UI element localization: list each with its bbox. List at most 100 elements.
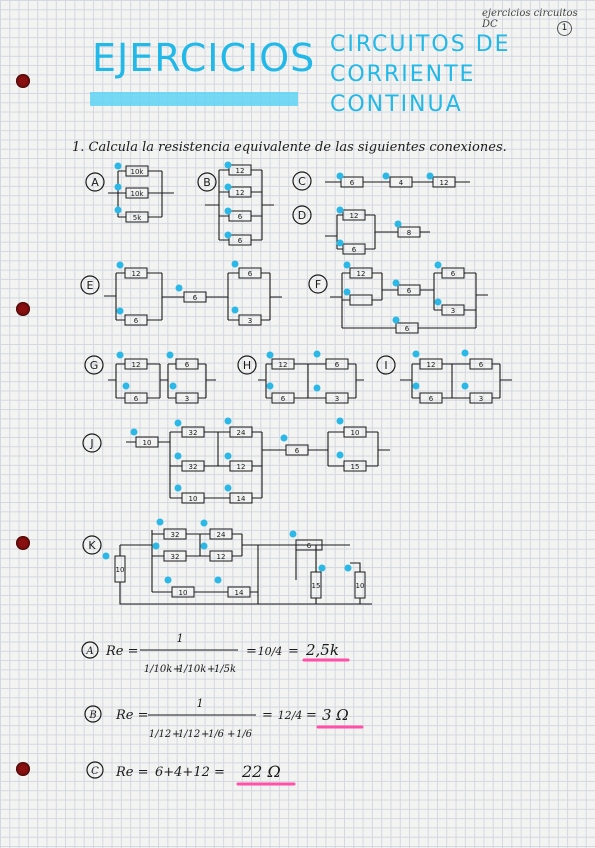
resistor-value: 32 bbox=[171, 553, 180, 561]
resistor-value: 3 bbox=[479, 395, 483, 403]
circuit-f: F 12 6 6 3 6 bbox=[308, 261, 488, 334]
svg-text:=: = bbox=[246, 644, 257, 659]
resistor-value: 10 bbox=[116, 566, 125, 574]
resistor-value: 6 bbox=[238, 213, 243, 221]
circuit-j: J 10 32 24 32 12 10 14 6 10 15 bbox=[82, 417, 390, 504]
circuit-f-label: F bbox=[315, 278, 321, 291]
resistor-value: 15 bbox=[312, 582, 321, 590]
resistor-value: 12 bbox=[427, 361, 436, 369]
circuit-b-label: B bbox=[203, 176, 211, 189]
circuit-d: D 12 6 8 bbox=[292, 205, 430, 255]
resistor-value: 12 bbox=[350, 212, 359, 220]
solution-b-step: 12/4 bbox=[278, 709, 303, 722]
solution-a-result: 2,5k bbox=[305, 641, 339, 659]
title-highlight bbox=[90, 92, 298, 106]
resistor-value: 6 bbox=[429, 395, 434, 403]
resistor-value: 12 bbox=[236, 189, 245, 197]
resistor-value: 6 bbox=[193, 294, 198, 302]
binder-hole bbox=[16, 302, 30, 316]
circuit-k-label: K bbox=[88, 539, 96, 552]
resistor-value: 32 bbox=[189, 429, 198, 437]
exercise-statement: 1. Calcula la resistencia equivalente de… bbox=[72, 140, 507, 155]
circuit-i: I 12 6 6 3 bbox=[376, 349, 512, 404]
solution-c-expression: 6+4+12 = bbox=[155, 765, 225, 780]
subtitle-line-1: CIRCUITOS DE bbox=[330, 32, 511, 57]
resistor-value: 6 bbox=[307, 542, 312, 550]
resistor-value: 24 bbox=[237, 429, 246, 437]
circuit-b: B 12 12 6 6 bbox=[197, 161, 274, 246]
resistor-value: 6 bbox=[335, 361, 340, 369]
solution-c-lhs: Re = bbox=[115, 765, 149, 780]
svg-text:+: + bbox=[201, 729, 209, 740]
resistor-value: 12 bbox=[279, 361, 288, 369]
resistor-value: 24 bbox=[217, 531, 226, 539]
solution-a-term: 1/10k bbox=[144, 664, 173, 675]
circuit-e-label: E bbox=[87, 279, 94, 292]
solution-b-term: 1/12 bbox=[149, 729, 171, 740]
page-title: EJERCICIOS bbox=[92, 36, 316, 80]
resistor-value: 14 bbox=[237, 495, 246, 503]
resistor-value: 6 bbox=[479, 361, 484, 369]
solution-c-label: C bbox=[91, 766, 99, 777]
circuit-c: C 6 4 12 bbox=[292, 171, 470, 191]
resistor-value: 4 bbox=[399, 179, 404, 187]
resistor-value: 12 bbox=[357, 270, 366, 278]
resistor-value: 12 bbox=[237, 463, 246, 471]
svg-text:+: + bbox=[173, 664, 181, 675]
resistor-value: 6 bbox=[295, 447, 300, 455]
solution-c-result: 22 Ω bbox=[241, 762, 281, 781]
solution-a-term: 1/10k bbox=[178, 664, 207, 675]
resistor-value: 12 bbox=[132, 361, 141, 369]
solution-b-term: 1/6 bbox=[236, 729, 253, 740]
subtitle-line-3: CONTINUA bbox=[330, 92, 463, 117]
resistor-value: 10 bbox=[356, 582, 365, 590]
solution-a-step: 10/4 bbox=[258, 645, 283, 658]
binder-hole bbox=[16, 536, 30, 550]
resistor-value: 10k bbox=[131, 168, 145, 176]
resistor-value: 6 bbox=[238, 237, 243, 245]
resistor-value: 6 bbox=[350, 179, 355, 187]
solution-a-lhs: Re = bbox=[105, 644, 139, 659]
circuit-a-label: A bbox=[91, 176, 99, 189]
resistor-value: 8 bbox=[407, 229, 411, 237]
resistor-value: 6 bbox=[352, 246, 357, 254]
resistor-value: 5k bbox=[133, 214, 142, 222]
solution-c: C Re = 6+4+12 = 22 Ω bbox=[86, 761, 296, 786]
resistor-value: 32 bbox=[171, 531, 180, 539]
svg-text:=: = bbox=[306, 708, 317, 723]
resistor-value: 6 bbox=[281, 395, 286, 403]
resistor-value: 3 bbox=[185, 395, 189, 403]
resistor-value: 14 bbox=[235, 589, 244, 597]
resistor-value: 12 bbox=[217, 553, 226, 561]
circuit-h-label: H bbox=[243, 359, 251, 372]
solution-b-term: 1/12 bbox=[178, 729, 200, 740]
circuit-g-label: G bbox=[90, 359, 99, 372]
circuit-a: A 10k 10k 5k bbox=[85, 162, 174, 223]
circuit-j-label: J bbox=[89, 437, 93, 450]
circuit-g: G 12 6 6 3 bbox=[84, 351, 216, 404]
resistor-value: 10 bbox=[179, 589, 188, 597]
svg-text:+: + bbox=[227, 729, 235, 740]
corner-note: ejercicios circuitos DC bbox=[482, 8, 578, 30]
circuit-d-label: D bbox=[298, 209, 306, 222]
solution-a-label: A bbox=[85, 646, 93, 657]
svg-text:=: = bbox=[262, 708, 273, 723]
solution-b-lhs: Re = bbox=[115, 708, 149, 723]
solution-b-numerator: 1 bbox=[197, 697, 204, 710]
solution-b: B Re = 1 1/12 + 1/12 + 1/6 + 1/6 = 12/4 … bbox=[84, 697, 364, 740]
circuit-e: E 12 6 6 6 3 bbox=[80, 260, 282, 326]
resistor-value: 6 bbox=[248, 270, 253, 278]
solution-b-term: 1/6 bbox=[208, 729, 225, 740]
resistor-value: 32 bbox=[189, 463, 198, 471]
svg-text:=: = bbox=[288, 644, 299, 659]
circuit-c-label: C bbox=[298, 175, 306, 188]
binder-hole bbox=[16, 762, 30, 776]
resistor-value: 10 bbox=[351, 429, 360, 437]
resistor-value: 3 bbox=[335, 395, 339, 403]
resistor-value: 15 bbox=[351, 463, 360, 471]
circuit-k: K 10 32 24 32 12 10 14 6 15 10 bbox=[82, 518, 372, 605]
solution-a-numerator: 1 bbox=[177, 632, 184, 645]
resistor-value: 6 bbox=[134, 395, 139, 403]
svg-text:+: + bbox=[172, 729, 180, 740]
